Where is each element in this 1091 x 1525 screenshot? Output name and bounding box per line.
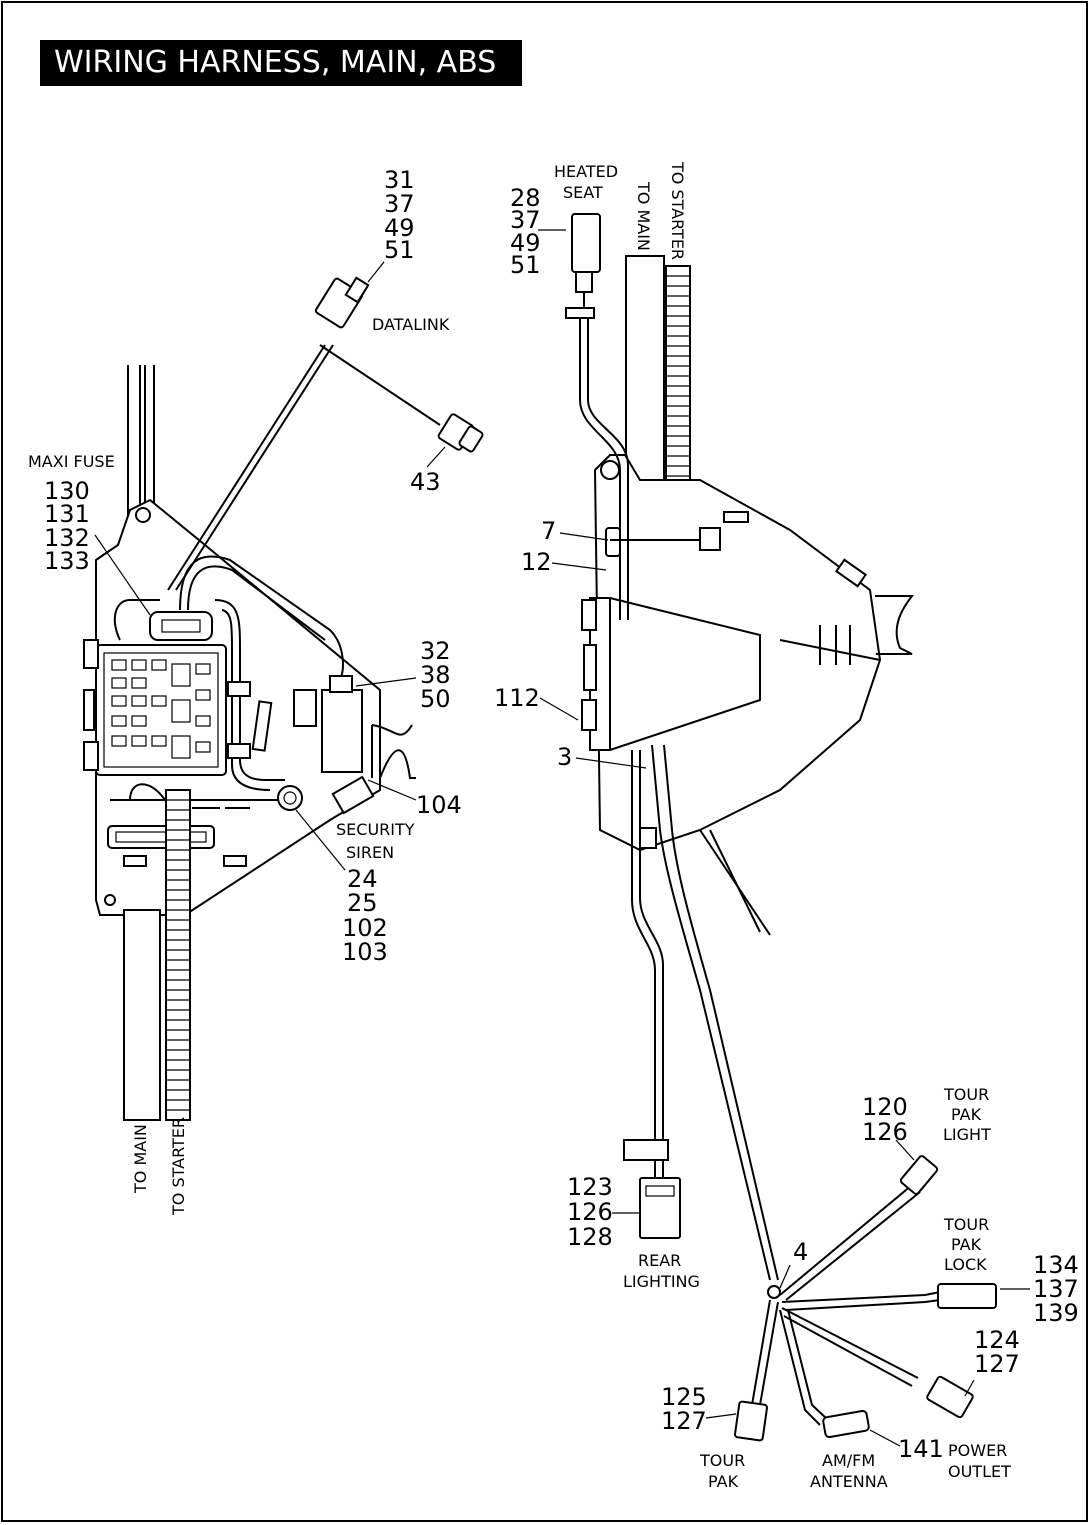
to-main-label-right: TO MAIN bbox=[634, 181, 653, 251]
tour-pak-connector bbox=[734, 1400, 768, 1442]
ref-134: 134 bbox=[1033, 1251, 1079, 1279]
ref-103: 103 bbox=[342, 938, 388, 966]
ref-50: 50 bbox=[420, 685, 451, 713]
tour-pak-light-label-line1: TOUR bbox=[943, 1085, 989, 1104]
ref-49-heated: 49 bbox=[510, 229, 541, 257]
to-main-conduit-left bbox=[123, 909, 161, 1121]
ref-128: 128 bbox=[567, 1223, 613, 1251]
ref-51: 51 bbox=[384, 236, 415, 264]
tour-pak-lock-connector bbox=[937, 1283, 997, 1309]
rear-lighting-label-line2: LIGHTING bbox=[623, 1272, 700, 1291]
rear-lighting-label-line1: REAR bbox=[638, 1251, 681, 1270]
ref-4: 4 bbox=[793, 1238, 808, 1266]
heated-seat-connector bbox=[571, 213, 601, 273]
ref-38: 38 bbox=[420, 661, 451, 689]
tour-pak-lock-label-line2: PAK bbox=[951, 1235, 982, 1254]
tour-pak-light-label-line2: PAK bbox=[951, 1105, 982, 1124]
ref-24: 24 bbox=[347, 865, 378, 893]
maxi-fuse-label: MAXI FUSE bbox=[28, 452, 115, 471]
fuse-block bbox=[95, 644, 227, 776]
power-outlet-connector bbox=[926, 1375, 974, 1419]
tour-pak-light-connector bbox=[899, 1155, 939, 1195]
rear-lighting-tie bbox=[623, 1139, 669, 1161]
power-outlet-label-line1: POWER bbox=[948, 1441, 1007, 1460]
ref-133: 133 bbox=[44, 547, 90, 575]
tour-pak-label-line2: PAK bbox=[708, 1472, 739, 1491]
to-starter-label-right: TO STARTER bbox=[668, 161, 687, 260]
ref-32: 32 bbox=[420, 637, 451, 665]
ref-7: 7 bbox=[541, 517, 556, 545]
ref-125: 125 bbox=[661, 1383, 707, 1411]
ref-31: 31 bbox=[384, 166, 415, 194]
ref-12: 12 bbox=[521, 548, 552, 576]
am-fm-antenna-label-line2: ANTENNA bbox=[810, 1472, 888, 1491]
ref-37-heated: 37 bbox=[510, 206, 541, 234]
connector-32 bbox=[321, 689, 363, 773]
ref-37: 37 bbox=[384, 190, 415, 218]
left-leader-lines bbox=[94, 261, 446, 871]
ref-112: 112 bbox=[494, 684, 540, 712]
ref-51-heated: 51 bbox=[510, 251, 541, 279]
maxi-fuse bbox=[149, 611, 213, 641]
ref-49: 49 bbox=[384, 214, 415, 242]
ref-25: 25 bbox=[347, 889, 378, 917]
right-leader-lines bbox=[538, 229, 1030, 1447]
ref-127-tour: 127 bbox=[661, 1407, 707, 1435]
am-fm-antenna-label-line1: AM/FM bbox=[822, 1451, 875, 1470]
am-fm-antenna-connector bbox=[822, 1409, 870, 1439]
ref-124: 124 bbox=[974, 1326, 1020, 1354]
ref-102: 102 bbox=[342, 914, 388, 942]
heated-seat-label-line2: SEAT bbox=[563, 183, 603, 202]
to-main-label-left: TO MAIN bbox=[131, 1124, 150, 1194]
power-outlet-label-line2: OUTLET bbox=[948, 1462, 1011, 1481]
right-harness-assembly bbox=[565, 213, 997, 1442]
rear-lighting-connector bbox=[639, 1177, 681, 1239]
page-title: WIRING HARNESS, MAIN, ABS bbox=[40, 40, 522, 86]
tour-pak-lock-label-line3: LOCK bbox=[944, 1255, 987, 1274]
ref-132: 132 bbox=[44, 524, 90, 552]
security-siren-label-line2: SIREN bbox=[346, 843, 394, 862]
tour-pak-lock-label-line1: TOUR bbox=[943, 1215, 989, 1234]
tour-pak-light-label-line3: LIGHT bbox=[943, 1125, 991, 1144]
tour-pak-label-line1: TOUR bbox=[699, 1451, 745, 1470]
to-starter-label-left: TO STARTER bbox=[169, 1117, 188, 1216]
ref-137: 137 bbox=[1033, 1275, 1079, 1303]
ref-130: 130 bbox=[44, 477, 90, 505]
security-siren-label-line1: SECURITY bbox=[336, 820, 415, 839]
security-siren bbox=[277, 785, 303, 811]
ref-104: 104 bbox=[416, 791, 462, 819]
heated-seat-label-line1: HEATED bbox=[554, 162, 618, 181]
ref-141: 141 bbox=[898, 1435, 944, 1463]
ref-139: 139 bbox=[1033, 1299, 1079, 1327]
ref-43: 43 bbox=[410, 468, 441, 496]
ref-28: 28 bbox=[510, 184, 541, 212]
ref-131: 131 bbox=[44, 500, 90, 528]
left-harness-assembly bbox=[83, 276, 484, 1121]
ref-3: 3 bbox=[557, 743, 572, 771]
datalink-label: DATALINK bbox=[372, 315, 450, 334]
ref-127-outlet: 127 bbox=[974, 1350, 1020, 1378]
ref-123: 123 bbox=[567, 1173, 613, 1201]
ref-126-light: 126 bbox=[862, 1118, 908, 1146]
ref-126-rear: 126 bbox=[567, 1198, 613, 1226]
to-starter-conduit-left bbox=[165, 789, 191, 1121]
ref-120: 120 bbox=[862, 1093, 908, 1121]
